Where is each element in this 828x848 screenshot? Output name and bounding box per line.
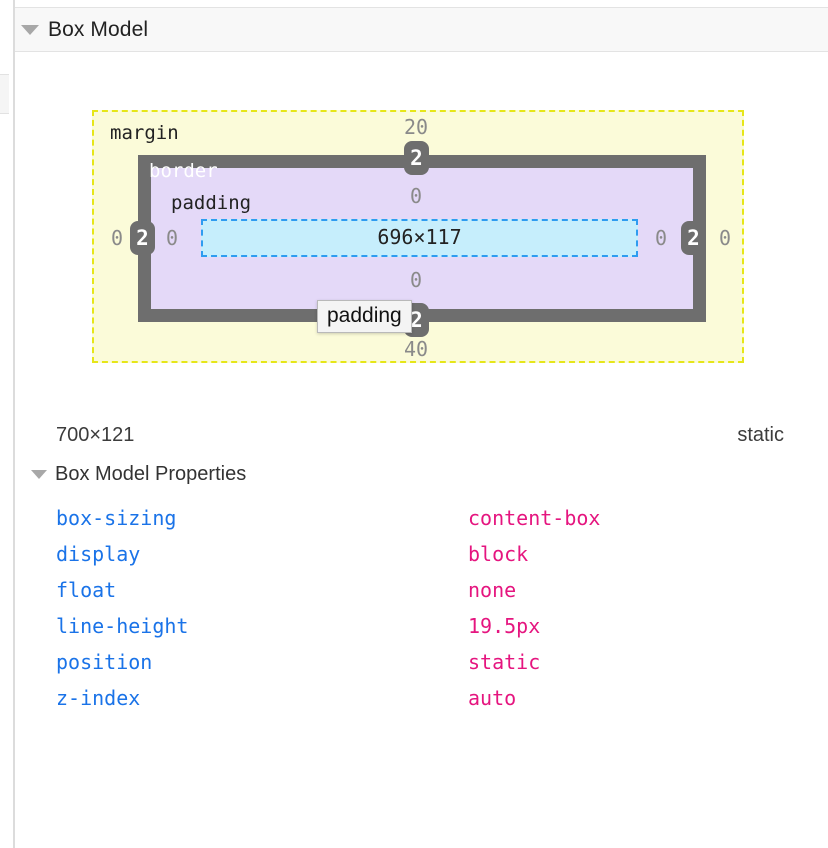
padding-left-value[interactable]: 0 bbox=[165, 226, 179, 250]
box-model-tooltip: padding bbox=[317, 300, 412, 333]
property-value[interactable]: none bbox=[468, 578, 517, 602]
content-box-region[interactable] bbox=[201, 219, 638, 257]
element-size-summary: 700×121 bbox=[56, 424, 135, 446]
property-name: display bbox=[56, 542, 141, 566]
padding-bottom-value[interactable]: 0 bbox=[409, 268, 423, 292]
border-box-region[interactable] bbox=[138, 155, 706, 322]
property-row[interactable]: z-index auto bbox=[56, 680, 816, 716]
box-model-properties-list: box-sizing content-box display block flo… bbox=[56, 500, 816, 716]
box-model-section-header[interactable]: Box Model bbox=[15, 7, 828, 52]
chevron-down-icon[interactable] bbox=[31, 470, 47, 479]
property-row[interactable]: display block bbox=[56, 536, 816, 572]
margin-bottom-value[interactable]: 40 bbox=[403, 337, 429, 361]
property-name: z-index bbox=[56, 686, 141, 710]
padding-top-value[interactable]: 0 bbox=[409, 184, 423, 208]
border-layer-label: border bbox=[149, 160, 218, 182]
element-position-summary: static bbox=[737, 424, 784, 446]
margin-layer-label: margin bbox=[110, 122, 179, 144]
panel-gutter-stub bbox=[0, 74, 9, 114]
property-value[interactable]: content-box bbox=[468, 506, 601, 530]
section-title: Box Model bbox=[48, 17, 149, 41]
padding-right-value[interactable]: 0 bbox=[654, 226, 668, 250]
panel-left-divider bbox=[13, 0, 15, 848]
property-name: position bbox=[56, 650, 153, 674]
border-left-value[interactable]: 2 bbox=[130, 221, 155, 255]
padding-layer-label: padding bbox=[171, 192, 252, 214]
property-value[interactable]: static bbox=[468, 650, 541, 674]
property-row[interactable]: position static bbox=[56, 644, 816, 680]
chevron-down-icon[interactable] bbox=[21, 24, 39, 35]
property-row[interactable]: float none bbox=[56, 572, 816, 608]
property-value[interactable]: block bbox=[468, 542, 529, 566]
margin-right-value[interactable]: 0 bbox=[718, 226, 732, 250]
border-right-value[interactable]: 2 bbox=[681, 221, 706, 255]
property-name: float bbox=[56, 578, 117, 602]
property-value[interactable]: auto bbox=[468, 686, 517, 710]
box-model-properties-header[interactable]: Box Model Properties bbox=[31, 463, 246, 486]
margin-left-value[interactable]: 0 bbox=[110, 226, 124, 250]
property-name: box-sizing bbox=[56, 506, 177, 530]
padding-box-region[interactable] bbox=[151, 168, 693, 309]
property-row[interactable]: line-height 19.5px bbox=[56, 608, 816, 644]
border-top-value[interactable]: 2 bbox=[404, 141, 429, 175]
property-value[interactable]: 19.5px bbox=[468, 614, 541, 638]
content-size-readout: 696×117 bbox=[377, 225, 462, 249]
box-model-properties-title: Box Model Properties bbox=[55, 463, 247, 485]
margin-top-value[interactable]: 20 bbox=[403, 115, 429, 139]
property-row[interactable]: box-sizing content-box bbox=[56, 500, 816, 536]
property-name: line-height bbox=[56, 614, 189, 638]
margin-box-region[interactable] bbox=[92, 110, 744, 363]
